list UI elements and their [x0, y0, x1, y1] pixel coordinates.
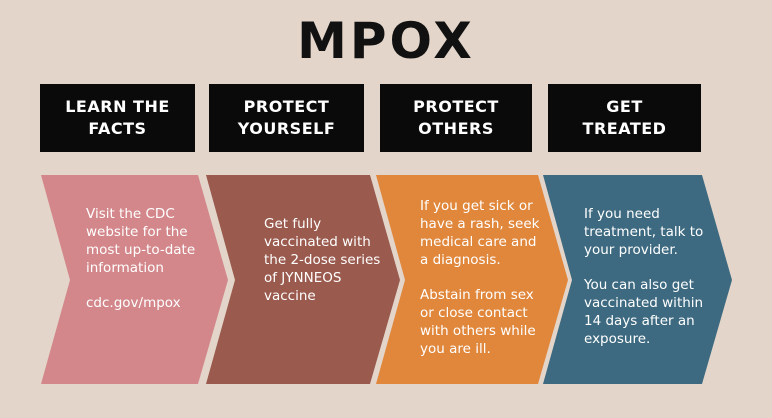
page-title: MPOX [297, 12, 475, 70]
header-line: OTHERS [418, 119, 494, 138]
header-line: LEARN THE [65, 97, 170, 116]
step-link-text: cdc.gov/mpox [86, 295, 181, 311]
header-line: FACTS [88, 119, 147, 138]
step-text-get-treated: If you need treatment, talk to your prov… [584, 205, 708, 348]
step-paragraph: Get fully vaccinated with the 2-dose ser… [264, 216, 381, 304]
step-text-learn-the-facts: Visit the CDC website for the most up-to… [86, 205, 204, 312]
step-paragraph: You can also get vaccinated within 14 da… [584, 277, 704, 347]
step-paragraph: Visit the CDC website for the most up-to… [86, 206, 196, 276]
chevron-learn-the-facts [41, 175, 228, 384]
step-text-protect-others: If you get sick or have a rash, seek med… [420, 197, 544, 358]
step-paragraph: If you get sick or have a rash, seek med… [420, 198, 540, 268]
header-line: TREATED [582, 119, 667, 138]
header-protect-others: PROTECT OTHERS [380, 84, 532, 152]
header-protect-yourself: PROTECT YOURSELF [209, 84, 364, 152]
chevron-protect-yourself [206, 175, 400, 384]
step-paragraph: Abstain from sex or close contact with o… [420, 287, 536, 357]
chevron-protect-others [376, 175, 568, 384]
step-paragraph: If you need treatment, talk to your prov… [584, 206, 704, 258]
chevron-get-treated [543, 175, 732, 384]
header-line: PROTECT [413, 97, 499, 116]
step-text-protect-yourself: Get fully vaccinated with the 2-dose ser… [264, 215, 382, 305]
header-learn-the-facts: LEARN THE FACTS [40, 84, 195, 152]
header-get-treated: GET TREATED [548, 84, 701, 152]
header-line: YOURSELF [237, 119, 336, 138]
header-line: PROTECT [243, 97, 330, 116]
header-line: GET [606, 97, 643, 116]
